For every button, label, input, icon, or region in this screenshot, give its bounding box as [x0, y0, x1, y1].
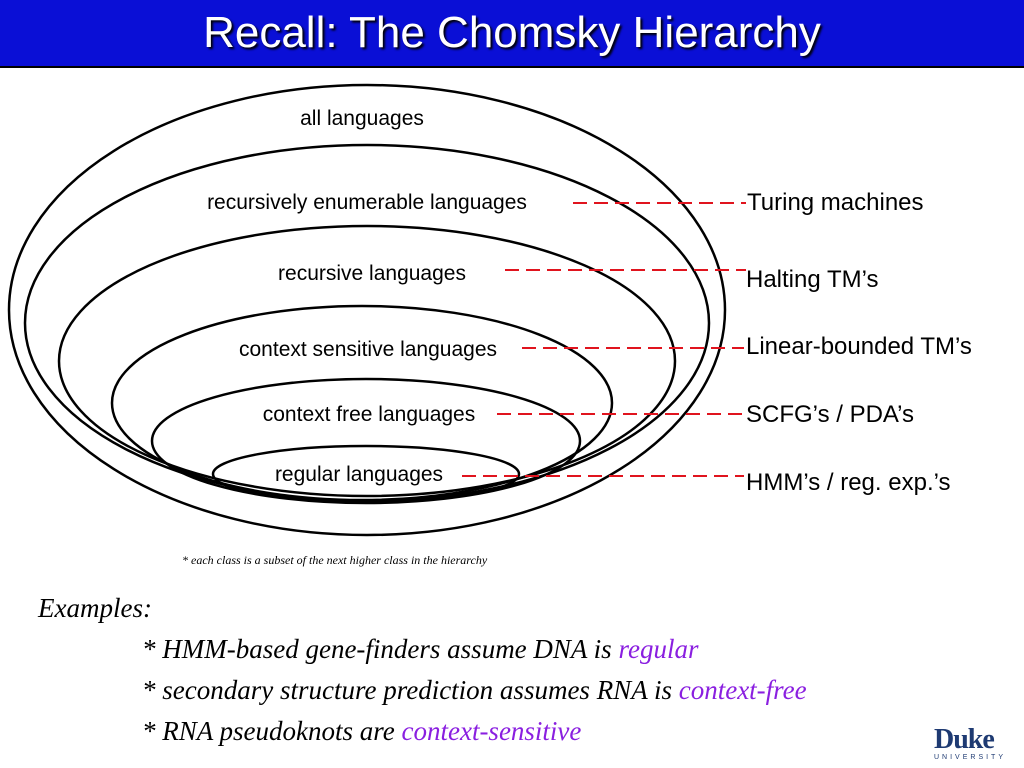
- footnote: * each class is a subset of the next hig…: [182, 553, 488, 567]
- label-context-free: context free languages: [263, 403, 475, 426]
- connectors: [462, 202, 746, 477]
- chomsky-hierarchy-diagram: all languages recursively enumerable lan…: [7, 83, 972, 537]
- example-line: * HMM-based gene-finders assume DNA is r…: [142, 629, 698, 669]
- title-bar: Recall: The Chomsky Hierarchy: [0, 0, 1024, 68]
- example-line: * RNA pseudoknots are context-sensitive: [142, 711, 581, 751]
- slide-title: Recall: The Chomsky Hierarchy: [203, 8, 821, 57]
- machine-scfg-pda: SCFG’s / PDA’s: [746, 401, 914, 428]
- example-line: * secondary structure prediction assumes…: [142, 670, 807, 710]
- examples-heading: Examples:: [38, 593, 152, 623]
- machine-linear-bounded: Linear-bounded TM’s: [746, 333, 972, 360]
- machine-hmm-regexp: HMM’s / reg. exp.’s: [746, 469, 951, 496]
- logo-word: Duke: [934, 724, 995, 755]
- example-highlight: context-sensitive: [401, 716, 582, 746]
- ring-regular: [211, 444, 521, 504]
- example-text: * HMM-based gene-finders assume DNA is: [142, 634, 619, 664]
- example-highlight: regular: [618, 634, 699, 664]
- example-text: * RNA pseudoknots are: [142, 716, 402, 746]
- machine-turing: Turing machines: [747, 189, 924, 216]
- ring-recursive: [57, 224, 677, 498]
- example-text: * secondary structure prediction assumes…: [142, 675, 679, 705]
- label-recursive: recursive languages: [278, 262, 466, 285]
- example-highlight: context-free: [678, 675, 807, 705]
- logo-subtitle: UNIVERSITY: [934, 754, 1007, 761]
- duke-logo: Duke UNIVERSITY: [934, 724, 1007, 763]
- ring-context-sensitive: [110, 304, 614, 502]
- machine-halting: Halting TM’s: [746, 266, 879, 293]
- ring-all-languages: [7, 83, 727, 537]
- label-context-sensitive: context sensitive languages: [239, 338, 497, 361]
- label-all-languages: all languages: [300, 107, 424, 130]
- label-recursively-enumerable: recursively enumerable languages: [207, 191, 527, 214]
- label-regular: regular languages: [275, 463, 443, 486]
